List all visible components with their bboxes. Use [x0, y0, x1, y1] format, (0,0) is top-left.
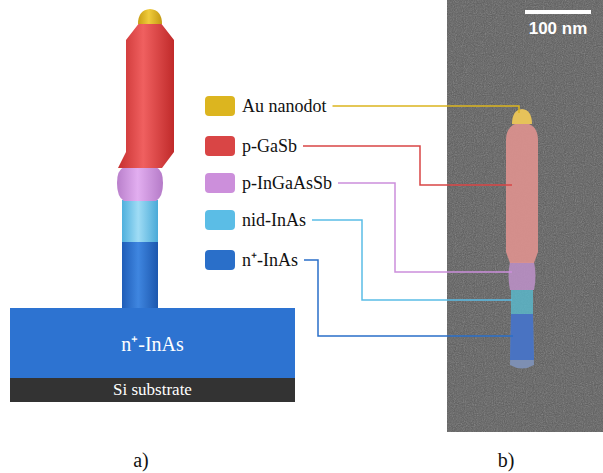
legend-swatch [205, 210, 235, 230]
legend-swatch [205, 96, 235, 116]
legend-swatch [205, 250, 235, 270]
sem-image [447, 0, 603, 432]
leader-line [304, 260, 513, 336]
legend-label: p-InGaAsSb [242, 174, 332, 192]
leader-line [312, 220, 512, 300]
panel-label: a) [133, 450, 149, 470]
leader-lines [303, 106, 519, 336]
leader-line [303, 146, 512, 185]
substrate-band: Si substrate [10, 378, 295, 402]
layer-label: Si substrate [113, 380, 192, 400]
scale-bar [525, 10, 591, 14]
layer-label: n⁺-InAs [121, 330, 184, 357]
legend-label: Au nanodot [242, 97, 327, 115]
legend-swatch [205, 136, 235, 156]
substrate-layer: n⁺-InAs [10, 308, 295, 378]
legend-label: n⁺-InAs [242, 251, 298, 269]
scale-label: 100 nm [529, 20, 588, 37]
legend-label: nid-InAs [242, 211, 306, 229]
legend-swatch [205, 173, 235, 193]
leader-line [333, 106, 520, 113]
panel-label: b) [498, 450, 515, 470]
legend-label: p-GaSb [242, 137, 297, 155]
nanowire-schematic [117, 9, 174, 312]
leader-line [338, 183, 512, 272]
